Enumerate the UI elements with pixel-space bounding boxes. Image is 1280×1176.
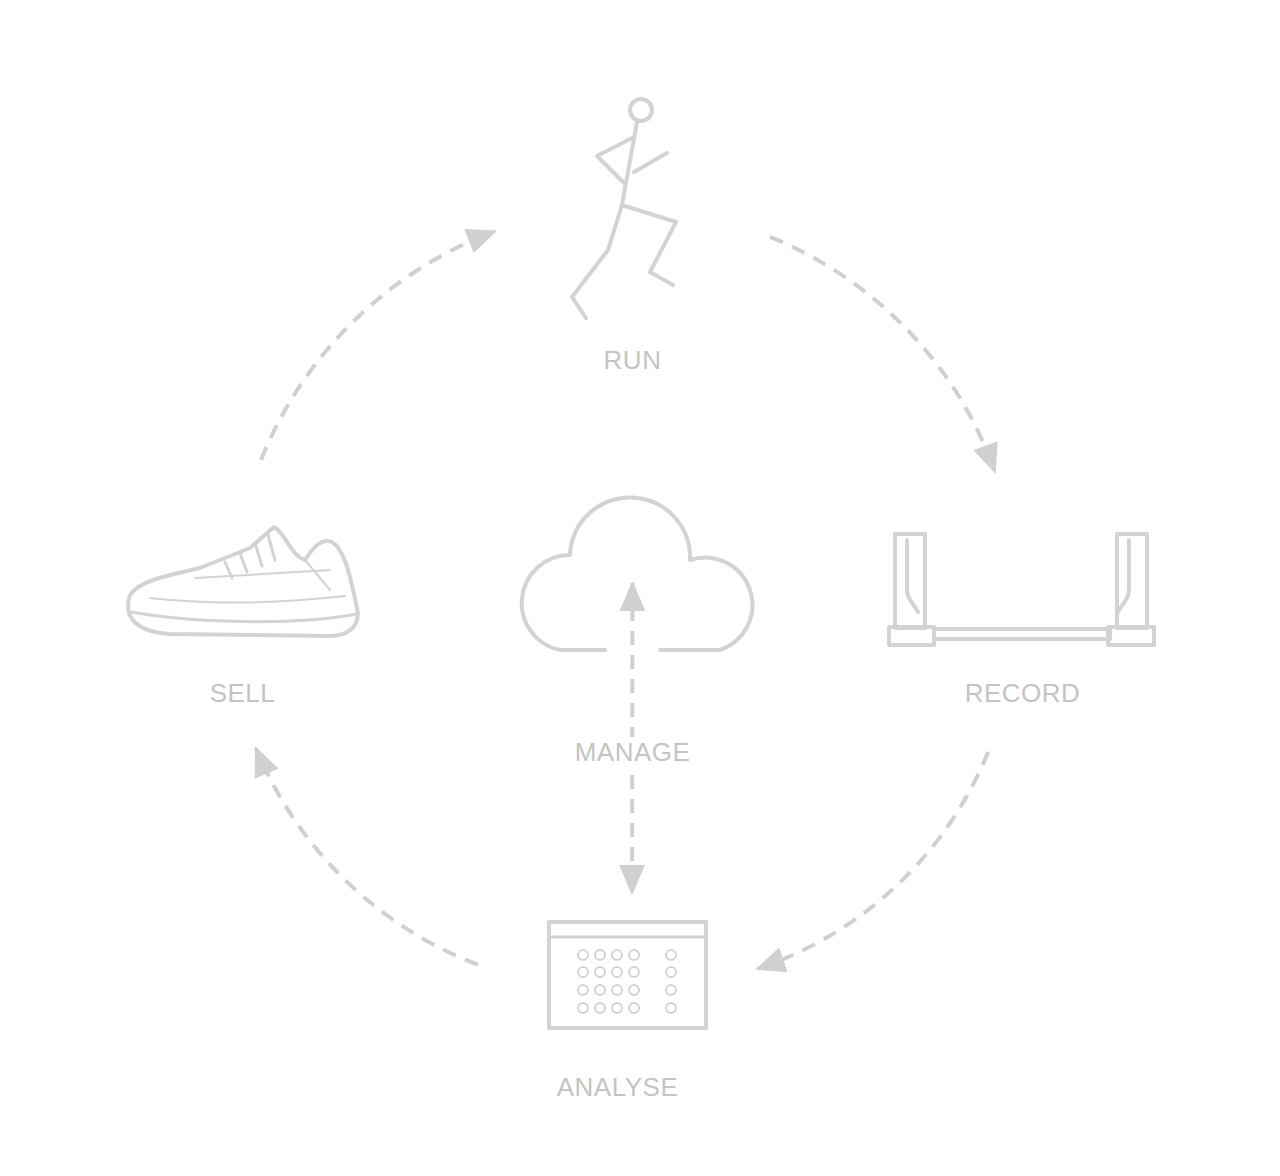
flow-arrow xyxy=(256,748,478,965)
step-label: RUN xyxy=(599,345,667,375)
step-label: SELL xyxy=(205,678,281,708)
flow-arrow xyxy=(757,752,988,969)
timing-gate-icon xyxy=(889,534,1154,645)
report-icon xyxy=(549,922,706,1028)
flow-arrow xyxy=(261,231,495,460)
cycle-step: SELL xyxy=(110,460,375,748)
step-label: RECORD xyxy=(960,678,1086,708)
cycle-step: RECORD xyxy=(885,472,1160,752)
cycle-step: ANALYSE xyxy=(478,893,757,1110)
step-label: ANALYSE xyxy=(552,1072,684,1102)
cycle-step: MANAGE xyxy=(560,583,705,770)
cycle-step: RUN xyxy=(495,90,770,378)
step-label: MANAGE xyxy=(570,737,696,767)
runner-icon xyxy=(572,99,676,318)
shoe-icon xyxy=(128,527,358,636)
flow-arrow xyxy=(770,237,995,472)
cloud-icon xyxy=(522,497,753,650)
report-dots xyxy=(578,950,676,1013)
